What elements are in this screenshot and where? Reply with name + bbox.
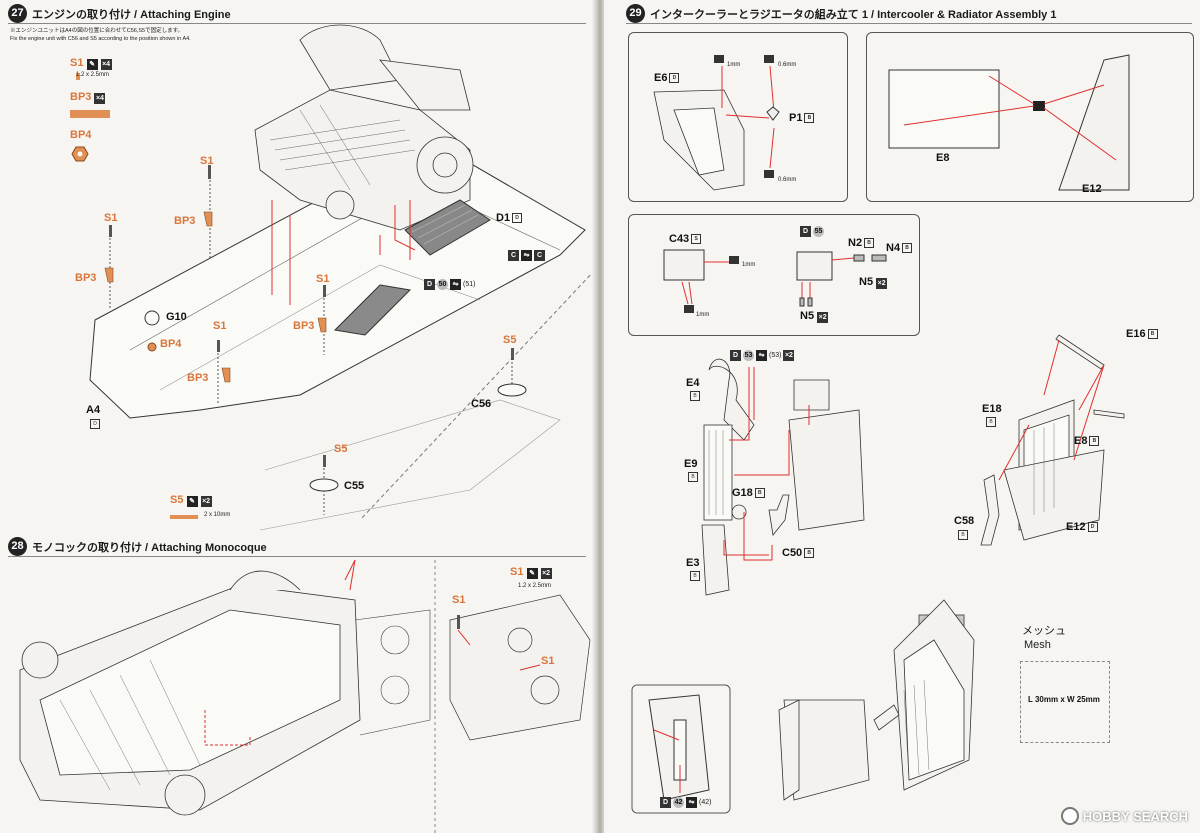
- hobby-search-logo-icon: [1060, 807, 1079, 825]
- mesh-size: L 30mm x W 25mm: [1028, 695, 1100, 704]
- callout-c56: C56: [471, 398, 492, 410]
- panel-e8-e12: [866, 32, 1194, 202]
- label-e4: E4: [686, 377, 700, 389]
- step-number: 27: [8, 4, 27, 23]
- step-27-header: 27 エンジンの取り付け / Attaching Engine: [8, 4, 231, 23]
- label-c58: C58: [954, 515, 975, 527]
- callout-cc: C⇋C: [508, 250, 545, 261]
- callout-bp3: BP3: [75, 272, 97, 284]
- mesh-label-jp: メッシュ: [1022, 625, 1066, 637]
- screwdriver-icon: ✎: [526, 568, 538, 579]
- callout-bp3: BP3: [187, 372, 209, 384]
- step-28-rule: [8, 556, 586, 557]
- legend-s1: S1 ✎ ×2: [510, 566, 552, 579]
- screwdriver-icon: ✎: [86, 59, 98, 70]
- legend-s5: S5 ✎ ×2: [170, 494, 212, 507]
- tag-e9: B: [686, 472, 698, 482]
- tag-e18: B: [984, 417, 996, 427]
- mesh-template: [1020, 661, 1110, 743]
- callout-bp4: BP4: [160, 338, 182, 350]
- panel-c43: [628, 214, 920, 336]
- left-line-art: [19, 24, 596, 833]
- watermark: HOBBY SEARCH: [1060, 807, 1188, 825]
- step-number: 28: [8, 537, 27, 556]
- mesh-label-en: Mesh: [1024, 639, 1051, 651]
- dim-1mm: 1mm: [742, 262, 756, 268]
- step-title: エンジンの取り付け / Attaching Engine: [32, 8, 231, 21]
- dim-0-6mm: 0.6mm: [778, 62, 797, 68]
- label-e12: E12: [1082, 183, 1102, 195]
- callout-a4-tag: D: [88, 419, 100, 429]
- step-27-note-en: Fix the engine unit with C56 and S5 acco…: [10, 36, 191, 42]
- callout-s1: S1: [316, 273, 330, 285]
- panel-e6-p1: [628, 32, 848, 202]
- left-page: 27 エンジンの取り付け / Attaching Engine ※エンジンユニッ…: [0, 0, 596, 833]
- legend-s1-size: 1.2 x 2.5mm: [518, 583, 552, 589]
- legend-s1-size: 1.2 x 2.5mm: [76, 72, 110, 78]
- legend-s5-size: 2 x 10mm: [204, 512, 231, 518]
- callout-c55: C55: [344, 480, 365, 492]
- label-e9: E9: [684, 458, 698, 470]
- tag-e4: B: [688, 391, 700, 401]
- step-number: 29: [626, 4, 645, 23]
- dim-0-6mm: 0.6mm: [778, 177, 797, 183]
- callout-s1: S1: [452, 594, 466, 606]
- right-line-art: [631, 54, 1130, 814]
- callout-bp3: BP3: [293, 320, 315, 332]
- right-page: 29 インタークーラーとラジエータの組み立て 1 / Intercooler &…: [604, 0, 1200, 833]
- callout-s5: S5: [503, 334, 517, 346]
- step-29-rule: [626, 23, 1192, 24]
- label-e8: E8: [936, 152, 950, 164]
- callout-s1: S1: [200, 155, 214, 167]
- label-n5: N5 ×2: [859, 276, 888, 289]
- step-title: モノコックの取り付け / Attaching Monocoque: [32, 541, 267, 554]
- legend-s1: S1 ✎ ×4: [70, 57, 112, 70]
- callout-bp3: BP3: [174, 215, 196, 227]
- dim-1mm: 1mm: [696, 312, 710, 318]
- step-title: インタークーラーとラジエータの組み立て 1 / Intercooler & Ra…: [650, 8, 1057, 21]
- legend-bp3: BP3 ×4: [70, 91, 106, 104]
- screwdriver-icon: ✎: [186, 496, 198, 507]
- tag-c58: B: [956, 530, 968, 540]
- step-27-note-jp: ※エンジンユニットはA4の図の位置に合わせてC56,S5で固定します。: [10, 28, 184, 34]
- callout-s1: S1: [541, 655, 555, 667]
- legend-bp4: BP4: [70, 129, 92, 141]
- callout-s5: S5: [334, 443, 348, 455]
- label-e3: E3: [686, 557, 700, 569]
- callout-s1: S1: [213, 320, 227, 332]
- dim-1mm: 1mm: [727, 62, 741, 68]
- step-27-rule: [8, 23, 586, 24]
- step-29-header: 29 インタークーラーとラジエータの組み立て 1 / Intercooler &…: [626, 4, 1056, 23]
- label-e18: E18: [982, 403, 1002, 415]
- callout-s1: S1: [104, 212, 118, 224]
- tag-e3: B: [688, 571, 700, 581]
- callout-a4: A4: [86, 404, 101, 416]
- label-n5: N5 ×2: [800, 310, 829, 323]
- callout-g10: G10: [166, 311, 187, 323]
- step-28-header: 28 モノコックの取り付け / Attaching Monocoque: [8, 537, 267, 556]
